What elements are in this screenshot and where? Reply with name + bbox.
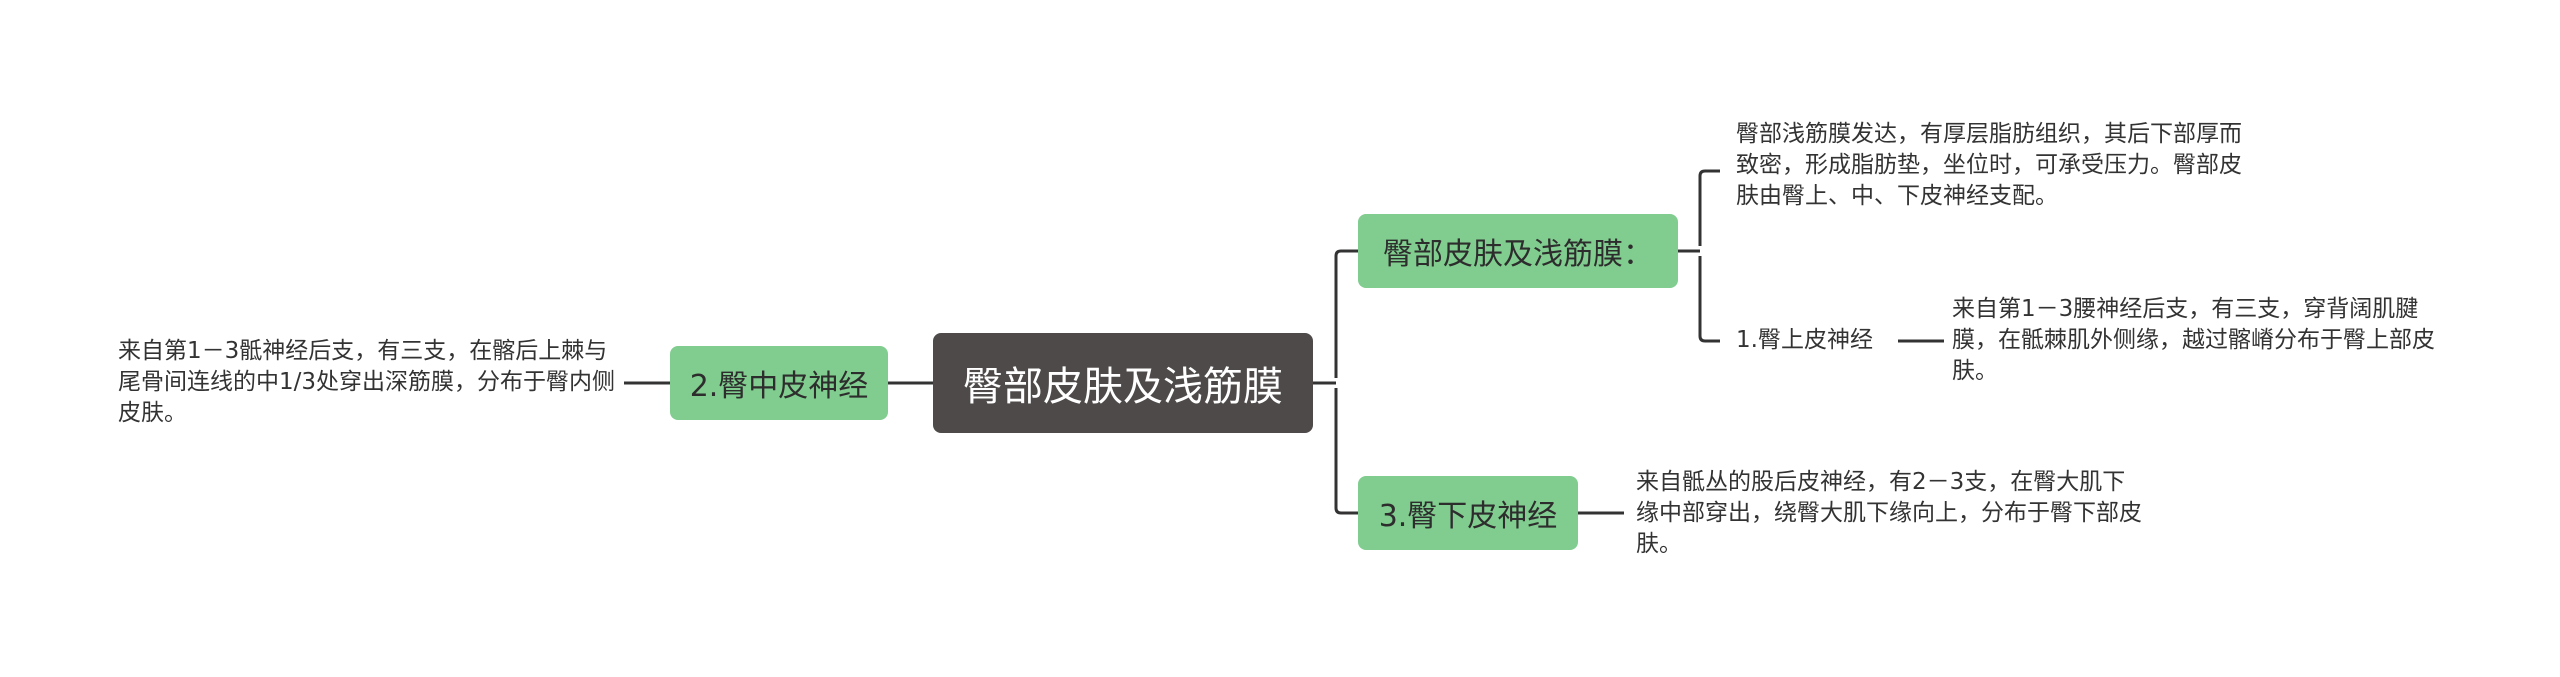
middle-nerve-description: 来自第1－3骶神经后支，有三支，在髂后上棘与尾骨间连线的中1/3处穿出深筋膜，分… <box>118 338 616 426</box>
link-root-trunk <box>1313 249 1358 515</box>
sub-upper-nerve[interactable]: 1.臀上皮神经 <box>1736 327 1873 353</box>
lower-nerve-description: 来自骶丛的股后皮神经，有2－3支，在臀大肌下缘中部穿出，绕臀大肌下缘向上，分布于… <box>1636 469 2142 557</box>
branch-lower-nerve[interactable]: 3.臀下皮神经 <box>1358 476 1578 550</box>
root-node[interactable]: 臀部皮肤及浅筋膜 <box>933 333 1313 433</box>
branch-middle-nerve[interactable]: 2.臀中皮神经 <box>670 346 888 420</box>
link-skin-trunk <box>1678 169 1720 343</box>
skin-fascia-description: 臀部浅筋膜发达，有厚层脂肪组织，其后下部厚而致密，形成脂肪垫，坐位时，可承受压力… <box>1736 121 2242 209</box>
upper-nerve-description: 来自第1－3腰神经后支，有三支，穿背阔肌腱膜，在骶棘肌外侧缘，越过髂嵴分布于臀上… <box>1952 296 2435 384</box>
branch-skin-fascia[interactable]: 臀部皮肤及浅筋膜： <box>1358 214 1678 288</box>
